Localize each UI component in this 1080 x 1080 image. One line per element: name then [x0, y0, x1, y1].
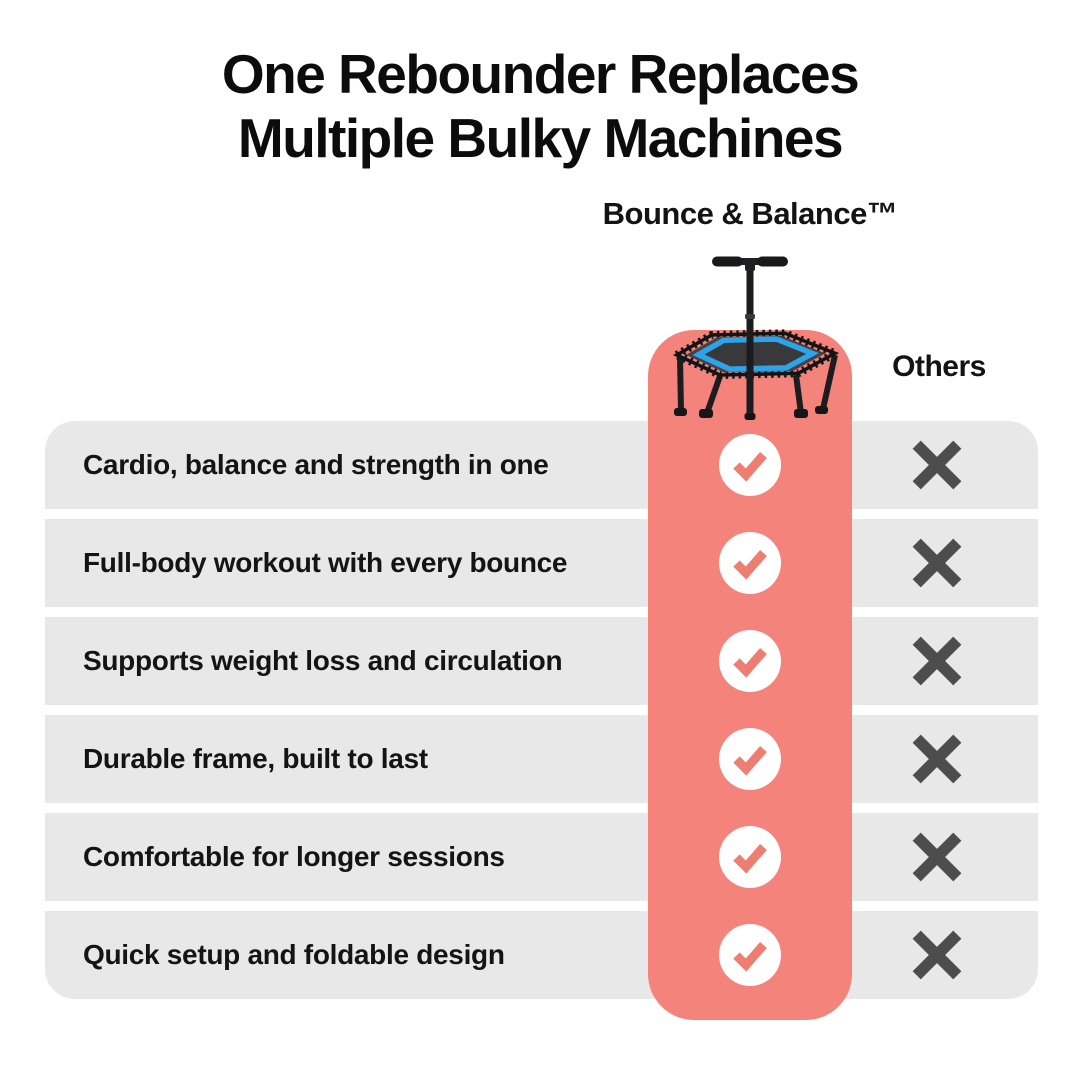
check-circle-icon [719, 728, 781, 790]
feature-label: Cardio, balance and strength in one [83, 449, 549, 480]
check-circle-icon [719, 434, 781, 496]
table-row: Durable frame, built to last [45, 715, 1038, 803]
cross-icon [911, 831, 963, 883]
cross-icon [911, 635, 963, 687]
feature-label: Full-body workout with every bounce [83, 547, 568, 578]
cross-icon [911, 733, 963, 785]
feature-label: Durable frame, built to last [83, 743, 428, 774]
cross-icon [911, 439, 963, 491]
table-row: Full-body workout with every bounce [45, 519, 1038, 607]
check-circle-icon [719, 532, 781, 594]
page-title-line1: One Rebounder Replaces [221, 43, 860, 105]
product-column-header: Bounce & Balance™ [602, 196, 898, 231]
table-row: Supports weight loss and circulation [45, 617, 1038, 705]
table-row: Comfortable for longer sessions [45, 813, 1038, 901]
cross-icon [911, 929, 963, 981]
feature-label: Supports weight loss and circulation [83, 645, 563, 676]
comparison-table: Cardio, balance and strength in one Full… [45, 421, 1038, 999]
cross-icon [911, 537, 963, 589]
others-column-header: Others [892, 350, 986, 383]
feature-label: Comfortable for longer sessions [83, 841, 505, 872]
table-row: Quick setup and foldable design [45, 911, 1038, 999]
check-circle-icon [719, 630, 781, 692]
feature-label: Quick setup and foldable design [83, 939, 505, 970]
table-row: Cardio, balance and strength in one [45, 421, 1038, 509]
check-circle-icon [719, 826, 781, 888]
rebounder-product-image [667, 256, 845, 420]
check-circle-icon [719, 924, 781, 986]
page-title-line2: Multiple Bulky Machines [237, 107, 844, 170]
page-title: One Rebounder Replaces Multiple Bulky Ma… [0, 42, 1080, 171]
